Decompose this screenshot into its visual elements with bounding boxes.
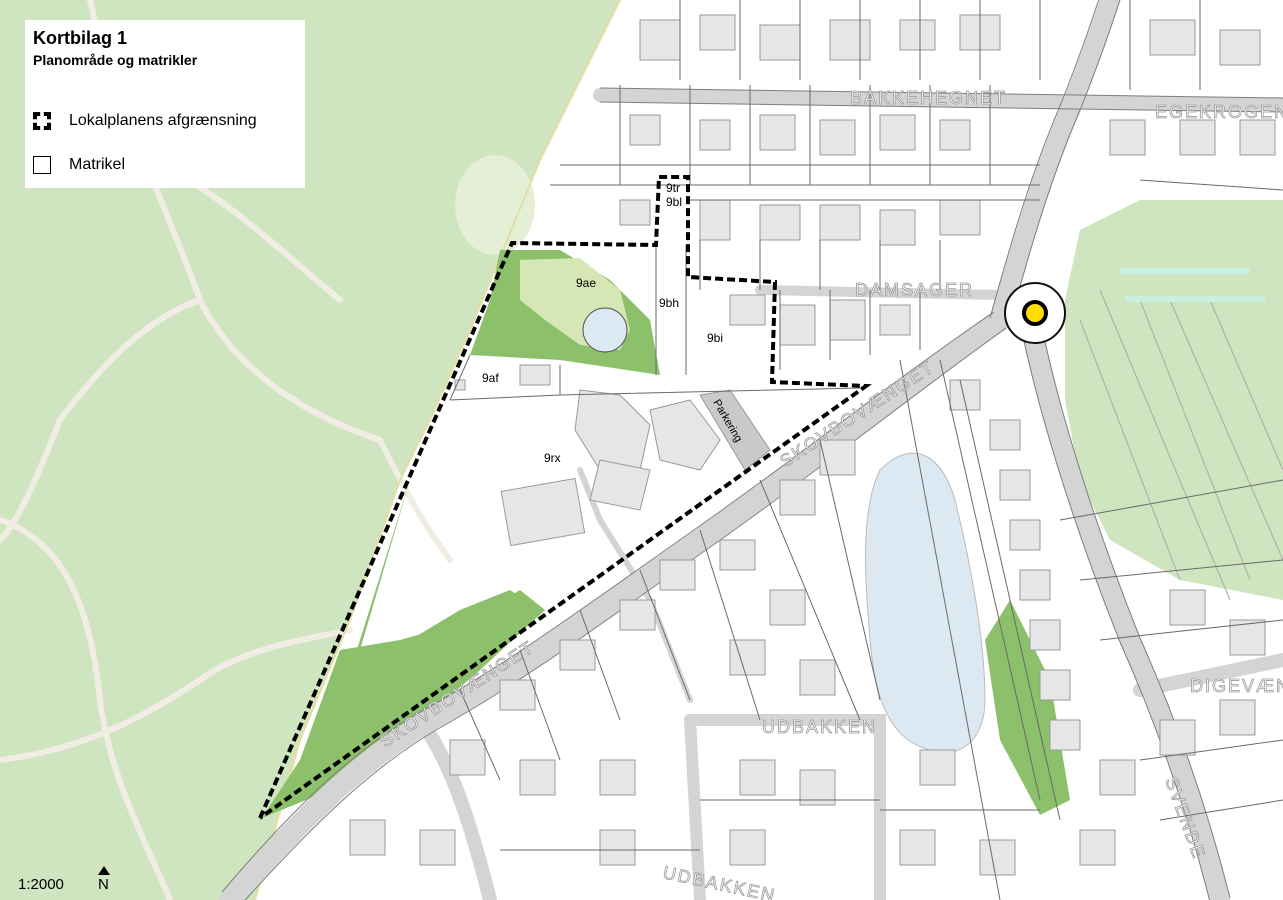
north-label: N — [98, 876, 109, 893]
parcel-outline-icon — [33, 156, 51, 174]
road-label-udbakken-2: UDBAKKEN — [661, 862, 778, 900]
map-title: Kortbilag 1 — [33, 28, 128, 48]
legend-item-boundary: Lokalplanens afgrænsning — [33, 112, 257, 130]
parcel-lines — [449, 0, 1283, 900]
parcel-label-9bi: 9bi — [707, 331, 723, 345]
road-label-digevaenget: DIGEVÆNGET — [1190, 676, 1283, 696]
location-marker[interactable] — [1022, 300, 1048, 326]
parcel-label-9bl: 9bl — [666, 195, 682, 209]
plan-boundary — [258, 175, 872, 820]
lake — [865, 452, 986, 754]
road-label-bakkehegnet: BAKKEHEGNET — [850, 88, 1007, 108]
dashed-boundary-icon — [33, 112, 51, 130]
parcel-label-9bh: 9bh — [659, 296, 679, 310]
parcel-label-9rx: 9rx — [544, 451, 561, 465]
buildings — [349, 14, 1276, 876]
north-arrow-icon: N — [96, 866, 112, 898]
green-area-south — [262, 590, 545, 818]
road-label-egekrogen: EGEKROGEN — [1155, 102, 1283, 122]
clearing — [455, 155, 535, 255]
map-subtitle: Planområde og matrikler — [33, 52, 198, 68]
forest-edge-line — [254, 0, 621, 900]
road-label-damsager: DAMSAGER — [855, 280, 974, 300]
parcel-label-9af: 9af — [482, 371, 499, 385]
legend-item-parcel: Matrikel — [33, 156, 125, 174]
scale-label: 1:2000 — [18, 876, 64, 893]
legend-label-boundary: Lokalplanens afgrænsning — [69, 112, 257, 129]
road-label-udbakken: UDBAKKEN — [762, 717, 877, 737]
legend-panel: Kortbilag 1 Planområde og matrikler Loka… — [25, 20, 305, 188]
parcel-label-9tr: 9tr — [666, 181, 680, 195]
north-arrow-head-icon — [98, 866, 110, 875]
legend-label-parcel: Matrikel — [69, 156, 126, 173]
pond — [582, 307, 628, 353]
stream-2 — [1125, 296, 1265, 302]
stream-1 — [1120, 268, 1250, 274]
parcel-label-9ae: 9ae — [576, 276, 596, 290]
forest-stripes — [1079, 289, 1283, 601]
roads — [219, 0, 1283, 900]
